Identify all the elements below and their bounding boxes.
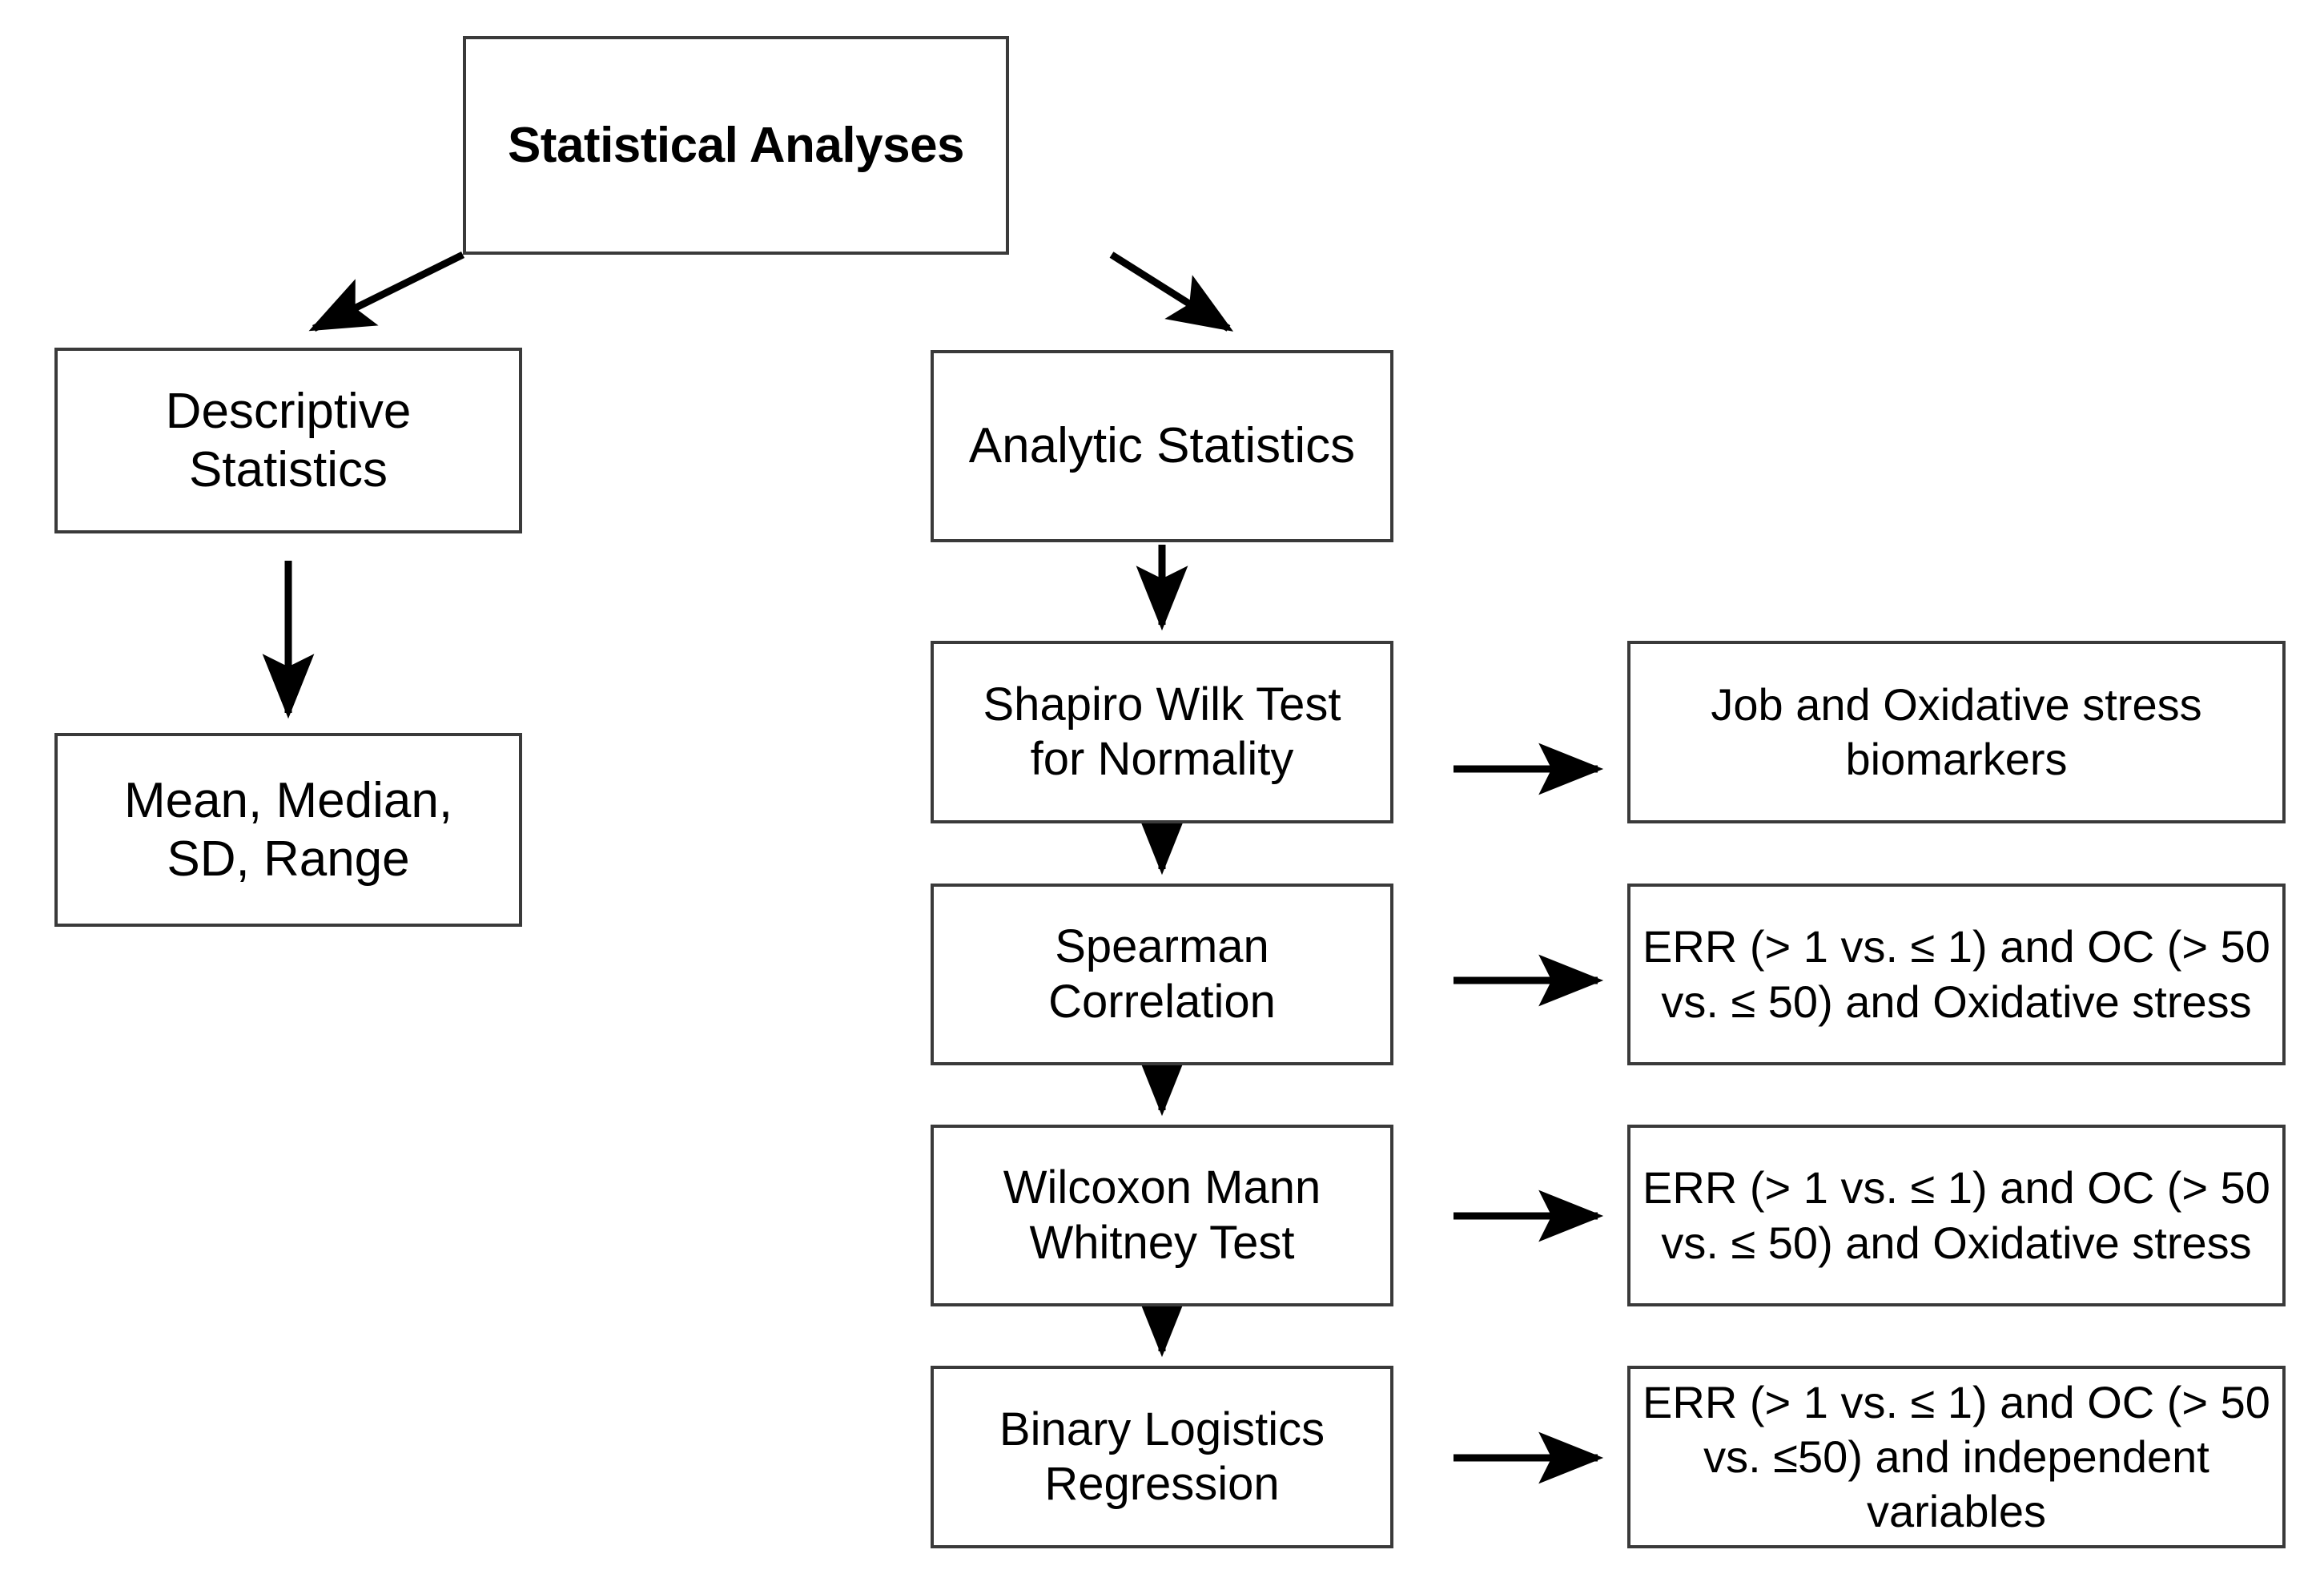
- node-shapiro-wilk-test: Shapiro Wilk Test for Normality: [931, 641, 1393, 823]
- node-statistical-analyses: Statistical Analyses: [463, 36, 1009, 255]
- node-label-err-oc-oxidative-stress-spearman: ERR (> 1 vs. ≤ 1) and OC (> 50 vs. ≤ 50)…: [1642, 921, 2270, 1027]
- node-label-binary-logistics-regression: Binary Logistics Regression: [999, 1403, 1325, 1510]
- node-label-descriptive-statistics: Descriptive Statistics: [165, 383, 412, 497]
- node-analytic-statistics: Analytic Statistics: [931, 350, 1393, 542]
- node-label-err-oc-independent-variables: ERR (> 1 vs. ≤ 1) and OC (> 50 vs. ≤50) …: [1642, 1376, 2270, 1537]
- node-mean-median-sd-range: Mean, Median, SD, Range: [54, 733, 522, 927]
- node-wilcoxon-mann-whitney-test: Wilcoxon Mann Whitney Test: [931, 1125, 1393, 1306]
- node-err-oc-oxidative-stress-spearman: ERR (> 1 vs. ≤ 1) and OC (> 50 vs. ≤ 50)…: [1627, 884, 2286, 1065]
- node-label-job-oxidative-stress-biomarkers: Job and Oxidative stress biomarkers: [1711, 678, 2202, 784]
- node-label-wilcoxon-mann-whitney-test: Wilcoxon Mann Whitney Test: [1003, 1161, 1321, 1269]
- node-err-oc-independent-variables: ERR (> 1 vs. ≤ 1) and OC (> 50 vs. ≤50) …: [1627, 1366, 2286, 1548]
- node-label-err-oc-oxidative-stress-wilcoxon: ERR (> 1 vs. ≤ 1) and OC (> 50 vs. ≤ 50)…: [1642, 1162, 2270, 1268]
- arrow-root-to-descriptive: [308, 251, 464, 332]
- node-job-oxidative-stress-biomarkers: Job and Oxidative stress biomarkers: [1627, 641, 2286, 823]
- node-label-statistical-analyses: Statistical Analyses: [507, 117, 965, 173]
- node-spearman-correlation: Spearman Correlation: [931, 884, 1393, 1065]
- node-binary-logistics-regression: Binary Logistics Regression: [931, 1366, 1393, 1548]
- node-label-mean-median-sd-range: Mean, Median, SD, Range: [123, 772, 453, 887]
- node-descriptive-statistics: Descriptive Statistics: [54, 348, 522, 533]
- node-label-shapiro-wilk-test: Shapiro Wilk Test for Normality: [983, 678, 1341, 785]
- node-err-oc-oxidative-stress-wilcoxon: ERR (> 1 vs. ≤ 1) and OC (> 50 vs. ≤ 50)…: [1627, 1125, 2286, 1306]
- node-label-analytic-statistics: Analytic Statistics: [968, 418, 1356, 474]
- arrow-root-to-analytic: [1109, 252, 1234, 332]
- node-label-spearman-correlation: Spearman Correlation: [1048, 920, 1276, 1028]
